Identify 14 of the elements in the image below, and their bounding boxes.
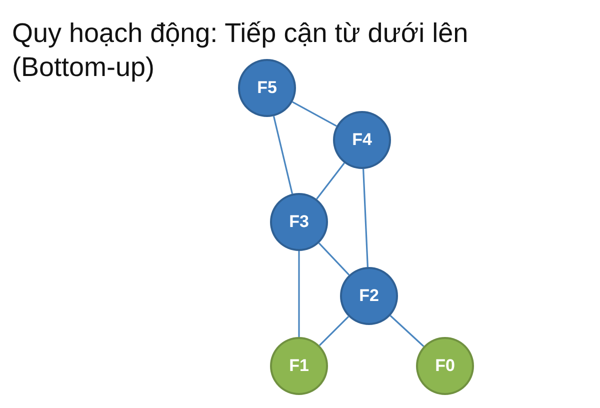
circle-node: F5	[238, 59, 296, 117]
circle-node: F0	[416, 337, 474, 395]
connector-line	[316, 162, 345, 200]
circle-node: F2	[340, 267, 398, 325]
circle-node: F1	[270, 337, 328, 395]
connector-line	[390, 315, 424, 347]
connector-line	[318, 242, 350, 276]
connector-line	[272, 116, 294, 194]
circle-node: F4	[333, 111, 391, 169]
connector-line	[292, 101, 337, 127]
connector-line	[318, 316, 350, 346]
circle-node: F3	[270, 193, 328, 251]
connector-line	[362, 168, 368, 268]
connector-line	[298, 251, 300, 337]
